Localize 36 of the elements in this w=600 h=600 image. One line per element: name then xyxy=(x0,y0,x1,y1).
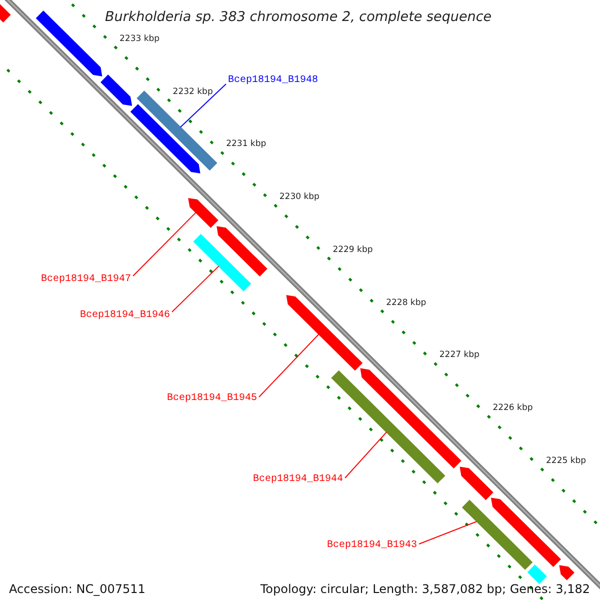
gene-feature xyxy=(559,565,574,580)
gene-feature xyxy=(286,295,363,371)
gene-feature xyxy=(527,564,547,584)
leader-line xyxy=(132,212,196,276)
gene-label: Bcep18194_B1946 xyxy=(80,309,170,322)
map-title: Burkholderia sp. 383 chromosome 2, complete sequence xyxy=(105,9,492,25)
leader-line xyxy=(258,334,320,398)
gene-feature xyxy=(490,498,561,567)
gene-feature xyxy=(462,500,533,570)
gene-feature xyxy=(188,198,218,228)
tick-label: 2226 kbp xyxy=(492,403,533,414)
leader-line xyxy=(172,266,220,312)
gene-feature xyxy=(360,368,462,468)
tick-label: 2230 kbp xyxy=(279,192,320,202)
gene-label: Bcep18194_B1948 xyxy=(228,74,318,87)
gene-feature xyxy=(36,10,102,76)
gene-label: Bcep18194_B1943 xyxy=(326,539,417,552)
tick-label: 2233 kbp xyxy=(120,34,160,44)
gene-feature xyxy=(216,226,268,276)
gene-feature xyxy=(130,104,200,174)
tick-label: 2225 kbp xyxy=(546,456,586,466)
tick-label: 2229 kbp xyxy=(332,244,373,255)
leader-line xyxy=(418,521,478,544)
gene-label: Bcep18194_B1947 xyxy=(40,273,131,286)
gene-label: Bcep18194_B1944 xyxy=(252,473,343,486)
tick-label: 2227 kbp xyxy=(439,350,480,360)
gene-label: Bcep18194_B1945 xyxy=(166,392,257,405)
summary-text: Topology: circular; Length: 3,587,082 bp; Genes: 3,182 xyxy=(260,582,590,597)
accession-text: Accession: NC_007511 xyxy=(9,582,146,597)
tick-label: 2228 kbp xyxy=(386,298,426,308)
tick-label: 2231 kbp xyxy=(226,139,266,150)
leader-line xyxy=(344,432,387,478)
gene-feature xyxy=(100,74,132,106)
leader-line xyxy=(180,84,226,128)
gene-feature xyxy=(193,234,252,292)
tick-label: 2232 kbp xyxy=(172,86,213,96)
